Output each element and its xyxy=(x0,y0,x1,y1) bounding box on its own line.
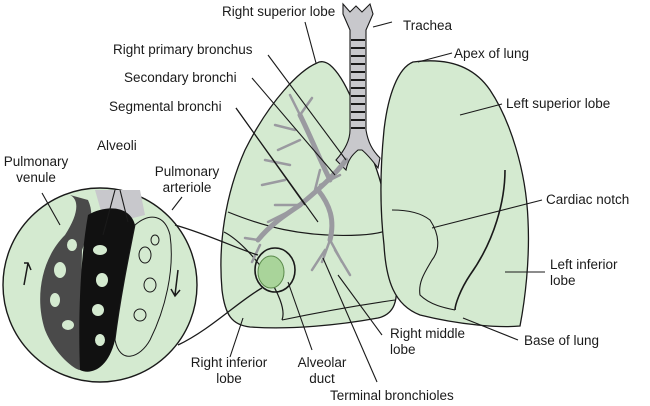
label-alveolar-duct-line2: duct xyxy=(309,371,335,386)
label-right-middle-lobe-line1: Right middle xyxy=(390,326,466,341)
label-secondary-bronchi: Secondary bronchi xyxy=(124,70,237,85)
leader-lines xyxy=(41,21,545,383)
label-segmental-bronchi: Segmental bronchi xyxy=(109,99,222,114)
lower-fissure xyxy=(281,299,396,321)
label-left-inferior-lobe-line1: Left inferior xyxy=(550,257,618,272)
alveoli-inset xyxy=(2,187,198,383)
label-right-middle-lobe: Right middle lobe xyxy=(390,326,465,358)
label-left-inferior-lobe: Left inferior lobe xyxy=(550,257,618,289)
label-alveoli: Alveoli xyxy=(97,138,137,153)
label-pulmonary-arteriole-line1: Pulmonary xyxy=(154,164,220,179)
label-apex-of-lung: Apex of lung xyxy=(454,46,530,61)
label-base-of-lung: Base of lung xyxy=(524,333,600,348)
venule-network xyxy=(40,195,92,370)
label-pulmonary-venule-line2: venule xyxy=(16,170,56,185)
left-oblique-fissure xyxy=(454,169,506,311)
label-alveolar-duct-line1: Alveolar xyxy=(297,355,347,370)
arteriole-network xyxy=(114,216,172,357)
label-pulmonary-arteriole: Pulmonary arteriole xyxy=(150,164,224,196)
left-lung-outline xyxy=(380,60,530,328)
label-terminal-bronchioles: Terminal bronchioles xyxy=(330,388,454,403)
alveolar-duct-cluster xyxy=(257,255,285,289)
label-right-inferior-lobe-line2: lobe xyxy=(216,371,242,386)
label-right-superior-lobe: Right superior lobe xyxy=(222,4,336,19)
label-trachea: Trachea xyxy=(403,18,453,33)
inset-connector-bottom xyxy=(177,287,263,346)
label-right-middle-lobe-line2: lobe xyxy=(390,342,416,357)
label-pulmonary-venule-line1: Pulmonary xyxy=(3,154,69,169)
label-left-inferior-lobe-line2: lobe xyxy=(550,273,576,288)
label-cardiac-notch: Cardiac notch xyxy=(546,192,630,207)
label-alveolar-duct: Alveolar duct xyxy=(292,355,352,387)
arrow-down-icon xyxy=(170,269,181,298)
magnify-circle-small xyxy=(254,247,296,293)
label-right-inferior-lobe-line1: Right inferior xyxy=(190,355,268,370)
arrow-up-icon xyxy=(23,262,32,286)
trachea xyxy=(335,2,381,172)
label-pulmonary-venule: Pulmonary venule xyxy=(0,154,72,186)
inset-connector-top xyxy=(174,224,259,256)
cardiac-notch-line xyxy=(391,209,456,311)
label-right-primary-bronchus: Right primary bronchus xyxy=(113,42,253,57)
label-left-superior-lobe: Left superior lobe xyxy=(506,96,611,111)
left-lung xyxy=(380,60,530,328)
label-right-inferior-lobe: Right inferior lobe xyxy=(183,355,275,387)
label-pulmonary-arteriole-line2: arteriole xyxy=(162,180,212,195)
